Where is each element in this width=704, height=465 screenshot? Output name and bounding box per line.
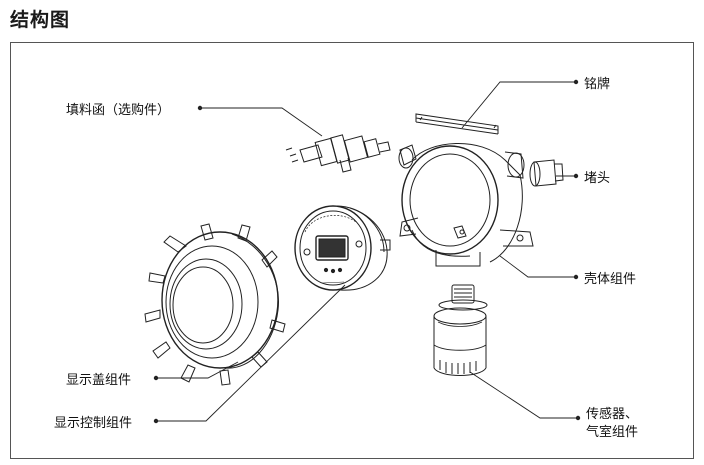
leader-dots bbox=[153, 79, 581, 424]
sensor-label-line2: 气室组件 bbox=[586, 425, 639, 440]
plug-drawing bbox=[529, 159, 564, 187]
packing-gland-label: 填料函（选购件） bbox=[66, 103, 171, 118]
page-title: 结构图 bbox=[10, 9, 71, 31]
sensor-label-line1: 传感器、 bbox=[586, 407, 639, 422]
plug-label: 堵头 bbox=[584, 171, 611, 186]
display-cover-label: 显示盖组件 bbox=[66, 373, 132, 388]
display-cover-drawing bbox=[144, 223, 286, 386]
display-control-drawing bbox=[294, 205, 391, 291]
leader-lines bbox=[156, 81, 578, 422]
nameplate-label: 铭牌 bbox=[584, 77, 611, 92]
housing-drawing bbox=[398, 143, 534, 267]
display-control-label: 显示控制组件 bbox=[54, 416, 133, 431]
sensor-drawing bbox=[433, 284, 488, 376]
diagram-frame bbox=[10, 42, 694, 459]
housing-label: 壳体组件 bbox=[584, 272, 637, 287]
packing-gland-drawing bbox=[285, 134, 391, 173]
nameplate-drawing bbox=[415, 113, 499, 135]
